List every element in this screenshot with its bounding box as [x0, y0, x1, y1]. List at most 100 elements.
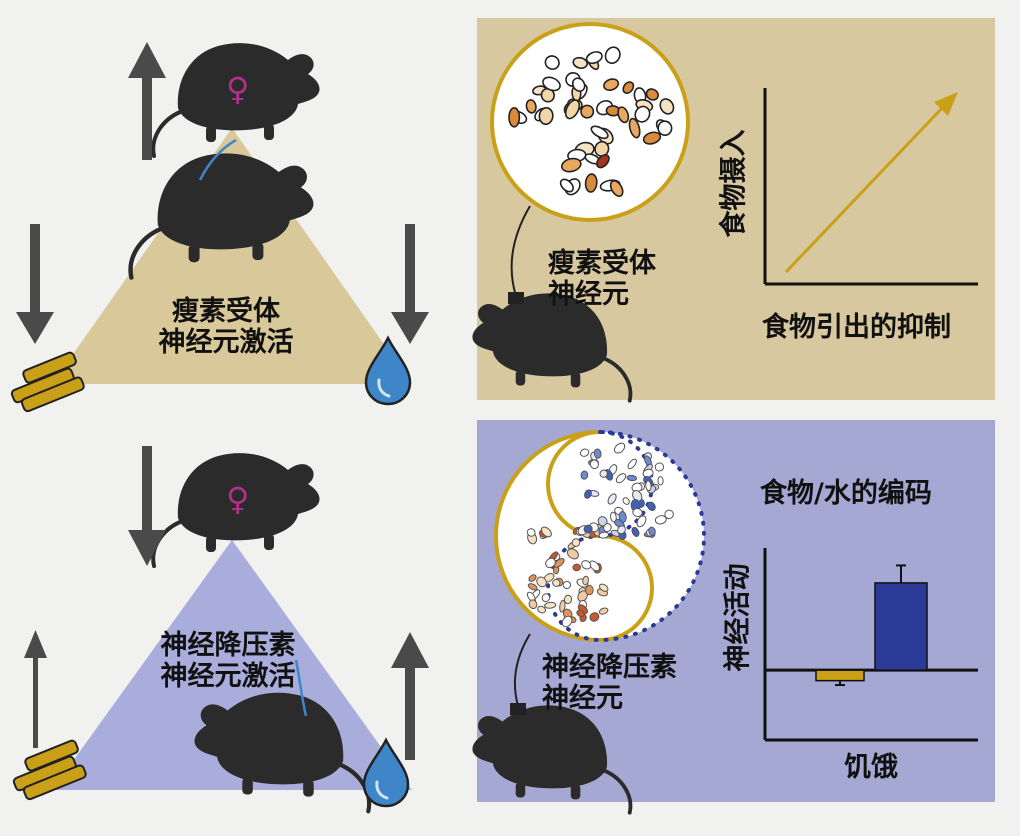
neuron-cell	[566, 548, 579, 560]
bar-0	[815, 669, 865, 682]
neuron-cell	[617, 525, 626, 535]
arrow-down-water-top	[391, 224, 429, 344]
bottom-right-neuron-line1: 神经降压素	[542, 652, 677, 683]
neuron-cell	[613, 442, 626, 454]
food-sticks-bottom	[11, 738, 88, 802]
neuron-cell	[584, 489, 592, 499]
neuron-cell	[562, 580, 572, 590]
neuron-cell	[622, 497, 630, 505]
neuron-cell	[528, 599, 538, 610]
top-left-label-line2: 神经元激活	[158, 327, 294, 358]
neuron-cell	[654, 462, 665, 472]
chart-x-label: 饥饿	[844, 752, 898, 783]
neuron-cell	[618, 511, 627, 523]
bottom-left-label-line1: 神经降压素	[160, 630, 296, 661]
neuron-cell	[545, 557, 556, 569]
neuron-cell	[631, 526, 640, 537]
neuron-cell	[561, 615, 573, 628]
arrow-up-food-bottom	[24, 630, 47, 748]
neuron-cell	[552, 578, 561, 587]
bottom-right-neuron-line2: 神经元	[542, 683, 623, 714]
neuron-cell	[657, 476, 664, 486]
neuron-cell	[544, 601, 557, 609]
neuron-cell	[582, 575, 589, 586]
neuron-cell	[589, 560, 600, 572]
neuron-cell	[632, 508, 643, 517]
bottom-right-panel	[470, 420, 995, 815]
top-right-x-label: 食物引出的抑制	[762, 312, 951, 343]
neuron-cell	[615, 473, 627, 484]
neuron-cells-bottom	[526, 442, 674, 628]
neuron-cell	[528, 574, 537, 582]
neuron-cell	[607, 493, 617, 505]
neuron-cell	[540, 526, 552, 538]
arrow-up-top-left	[128, 42, 166, 160]
neuron-cell	[636, 515, 647, 528]
chart-y-label: 神经活动	[722, 563, 754, 672]
neuron-cell	[536, 576, 547, 588]
neuron-cell	[537, 605, 547, 614]
neuron-cell	[632, 489, 643, 502]
arrow-down-food-top	[16, 224, 54, 344]
implant-bottom	[510, 703, 526, 715]
neuron-cell	[579, 448, 590, 457]
neuron-cell	[627, 458, 637, 470]
neuron-cell	[581, 560, 592, 570]
top-right-panel	[470, 18, 995, 403]
neuron-cell	[572, 563, 581, 572]
neuron-cell	[527, 583, 538, 591]
neuron-cell	[598, 583, 609, 592]
female-symbol-bottom: ♀	[226, 480, 250, 518]
female-symbol-top: ♀	[226, 70, 250, 108]
implant-wire-bottom	[513, 633, 531, 707]
chart-title: 食物/水的编码	[760, 478, 932, 509]
trend-arrow-line	[784, 104, 946, 274]
neuron-cell	[626, 474, 638, 482]
optic-fiber-bottom	[294, 659, 308, 717]
neuron-cell	[648, 526, 656, 536]
neuron-cell	[589, 612, 600, 622]
neuron-cell	[593, 448, 602, 459]
neuron-cell	[559, 599, 566, 613]
top-left-panel	[9, 41, 429, 414]
food-sticks-top	[9, 350, 86, 414]
neuron-cell	[583, 524, 593, 534]
bar-chart	[763, 548, 978, 742]
top-right-neuron-line2: 神经元	[548, 279, 629, 310]
top-right-y-label: 食物摄入	[718, 129, 750, 238]
arrow-up-water-bottom	[391, 632, 429, 760]
neuron-cell	[599, 469, 608, 478]
neuron-cell	[598, 531, 610, 539]
neuron-cell	[580, 470, 589, 480]
neuron-cell	[664, 509, 674, 520]
arrow-down-bottom-left	[128, 446, 166, 566]
neuron-cell	[576, 609, 585, 618]
neuron-cell	[589, 459, 599, 470]
neuron-cell	[563, 594, 573, 605]
bottom-left-panel	[11, 446, 429, 811]
implant-top	[508, 292, 524, 304]
optic-fiber-top	[198, 138, 237, 181]
top-right-neuron-line1: 瘦素受体	[548, 248, 656, 279]
implant-wire-top	[510, 205, 531, 297]
yin-yang-water-half	[546, 430, 706, 643]
neuron-cell	[645, 480, 652, 492]
neuron-cell	[571, 538, 581, 547]
bottom-left-label-line2: 神经元激活	[160, 661, 296, 692]
neuron-cell	[610, 511, 617, 523]
neuron-cell	[647, 501, 656, 511]
neuron-cell	[598, 607, 609, 615]
neuron-cell	[541, 593, 551, 603]
neuron-cell	[553, 558, 565, 568]
neuron-cells-top	[508, 46, 675, 197]
neuron-cell	[603, 523, 612, 533]
top-triangle	[52, 128, 412, 384]
yin-yang-food-half	[494, 430, 654, 643]
neuron-circle-top	[490, 22, 690, 222]
trend-arrow-head	[934, 92, 958, 116]
top-left-label-line1: 瘦素受体	[172, 296, 280, 327]
bar-1	[874, 582, 928, 671]
neuron-cell	[654, 515, 667, 525]
